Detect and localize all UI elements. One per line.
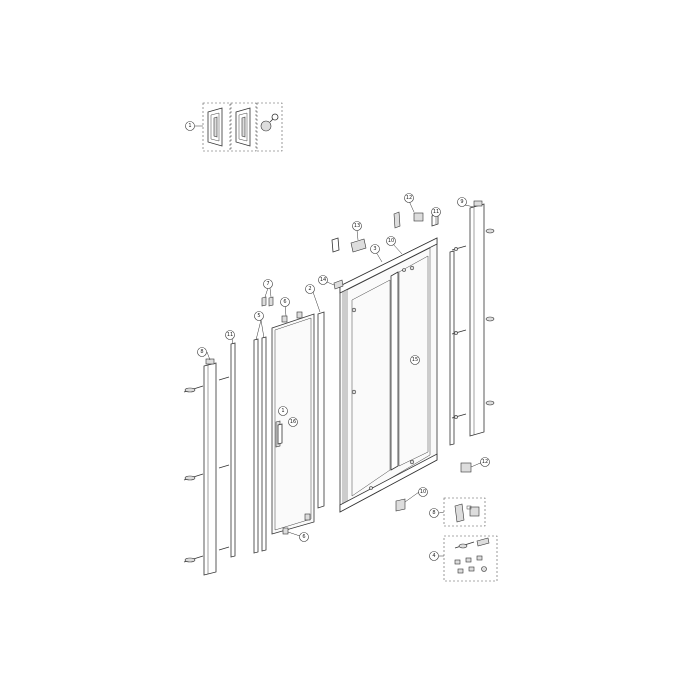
wall-profile-cap (473, 200, 483, 207)
callout-label: 12 (406, 195, 412, 201)
knob-option-box (256, 102, 283, 152)
wall-screws-right (451, 228, 495, 419)
clip-part (331, 237, 340, 253)
callout-6-bottom: 6 (299, 532, 309, 542)
callout-13: 13 (352, 221, 362, 231)
seal-strip-5b (261, 336, 267, 552)
stopper-12-bottom (460, 462, 472, 473)
callout-3: 3 (370, 244, 380, 254)
callout-label: 10 (420, 489, 426, 495)
callout-16: 16 (288, 417, 298, 427)
handle-set-inset (202, 102, 283, 152)
wall-profile-9 (469, 203, 485, 437)
callout-label: 2 (308, 286, 311, 292)
callout-label: 15 (412, 357, 418, 363)
top-small-parts (331, 211, 439, 290)
callout-10-bottom: 10 (418, 487, 428, 497)
callout-label: 13 (354, 223, 360, 229)
left-glass-panel (351, 279, 391, 497)
callout-14: 14 (318, 275, 328, 285)
callout-8-bottom: 8 (429, 508, 439, 518)
callout-label: 8 (200, 349, 203, 355)
center-mullion (390, 271, 399, 471)
callout-label: 1 (188, 123, 191, 129)
callout-1-top: 1 (185, 121, 195, 131)
seal-strip-left (230, 342, 236, 558)
callout-label: 9 (460, 199, 463, 205)
seal-strip-5a (253, 338, 259, 554)
bottom-rail (339, 453, 438, 513)
callout-11-left: 11 (225, 330, 235, 340)
kit-box-4 (443, 535, 498, 582)
callout-9: 9 (457, 197, 467, 207)
top-rail (339, 237, 438, 294)
hinge-parts-bottom (282, 513, 311, 535)
wall-profile-8 (203, 362, 217, 576)
right-glass-panel (398, 255, 429, 467)
callout-label: 8 (432, 510, 435, 516)
callout-label: 4 (432, 553, 435, 559)
callout-15: 15 (410, 355, 420, 365)
callout-label: 11 (227, 332, 233, 338)
callout-label: 3 (373, 246, 376, 252)
hinge-parts-top (281, 311, 303, 323)
callout-4: 4 (429, 551, 439, 561)
callout-label: 14 (320, 277, 326, 283)
seal-strip-right (449, 250, 455, 446)
callout-label: 10 (388, 238, 394, 244)
cap-7b (268, 296, 274, 307)
roller-part (393, 211, 401, 229)
small-clip-14 (333, 279, 344, 290)
callout-label: 11 (433, 209, 439, 215)
callout-12-top: 12 (404, 193, 414, 203)
callout-label: 6 (283, 299, 286, 305)
bottom-small-parts (395, 462, 472, 512)
wall-profile-cap-left (205, 358, 215, 365)
callout-label: 1 (281, 408, 284, 414)
callout-5: 5 (254, 311, 264, 321)
fixed-frame-assembly (339, 237, 438, 513)
guide-part-13 (350, 238, 367, 253)
callout-2: 2 (305, 284, 315, 294)
kit-box-8 (443, 497, 486, 527)
cap-7a (261, 296, 267, 307)
callout-10-top: 10 (386, 236, 396, 246)
door-panel-assembly (253, 296, 325, 554)
wall-screws-left (183, 376, 230, 563)
callout-8-left: 8 (197, 347, 207, 357)
handle-option-box-a (202, 102, 231, 152)
stopper-12-top (413, 212, 424, 222)
guide-part-10 (395, 498, 406, 512)
callout-1-door: 1 (278, 406, 288, 416)
kit-box-4-outline (443, 535, 498, 582)
left-wall-profile (183, 342, 236, 576)
knob-icon (260, 120, 272, 132)
callout-label: 5 (257, 313, 260, 319)
handle-option-box-b (230, 102, 257, 152)
frame-inner (346, 247, 431, 505)
callout-11-top-right: 11 (431, 207, 441, 217)
right-wall-profile (449, 200, 495, 446)
callout-12-bottom: 12 (480, 457, 490, 467)
callout-label: 16 (290, 419, 296, 425)
callout-label: 12 (482, 459, 488, 465)
callout-7: 7 (263, 279, 273, 289)
callout-label: 7 (266, 281, 269, 287)
door-profile-2 (317, 311, 325, 509)
callout-6-top: 6 (280, 297, 290, 307)
callout-label: 6 (302, 534, 305, 540)
